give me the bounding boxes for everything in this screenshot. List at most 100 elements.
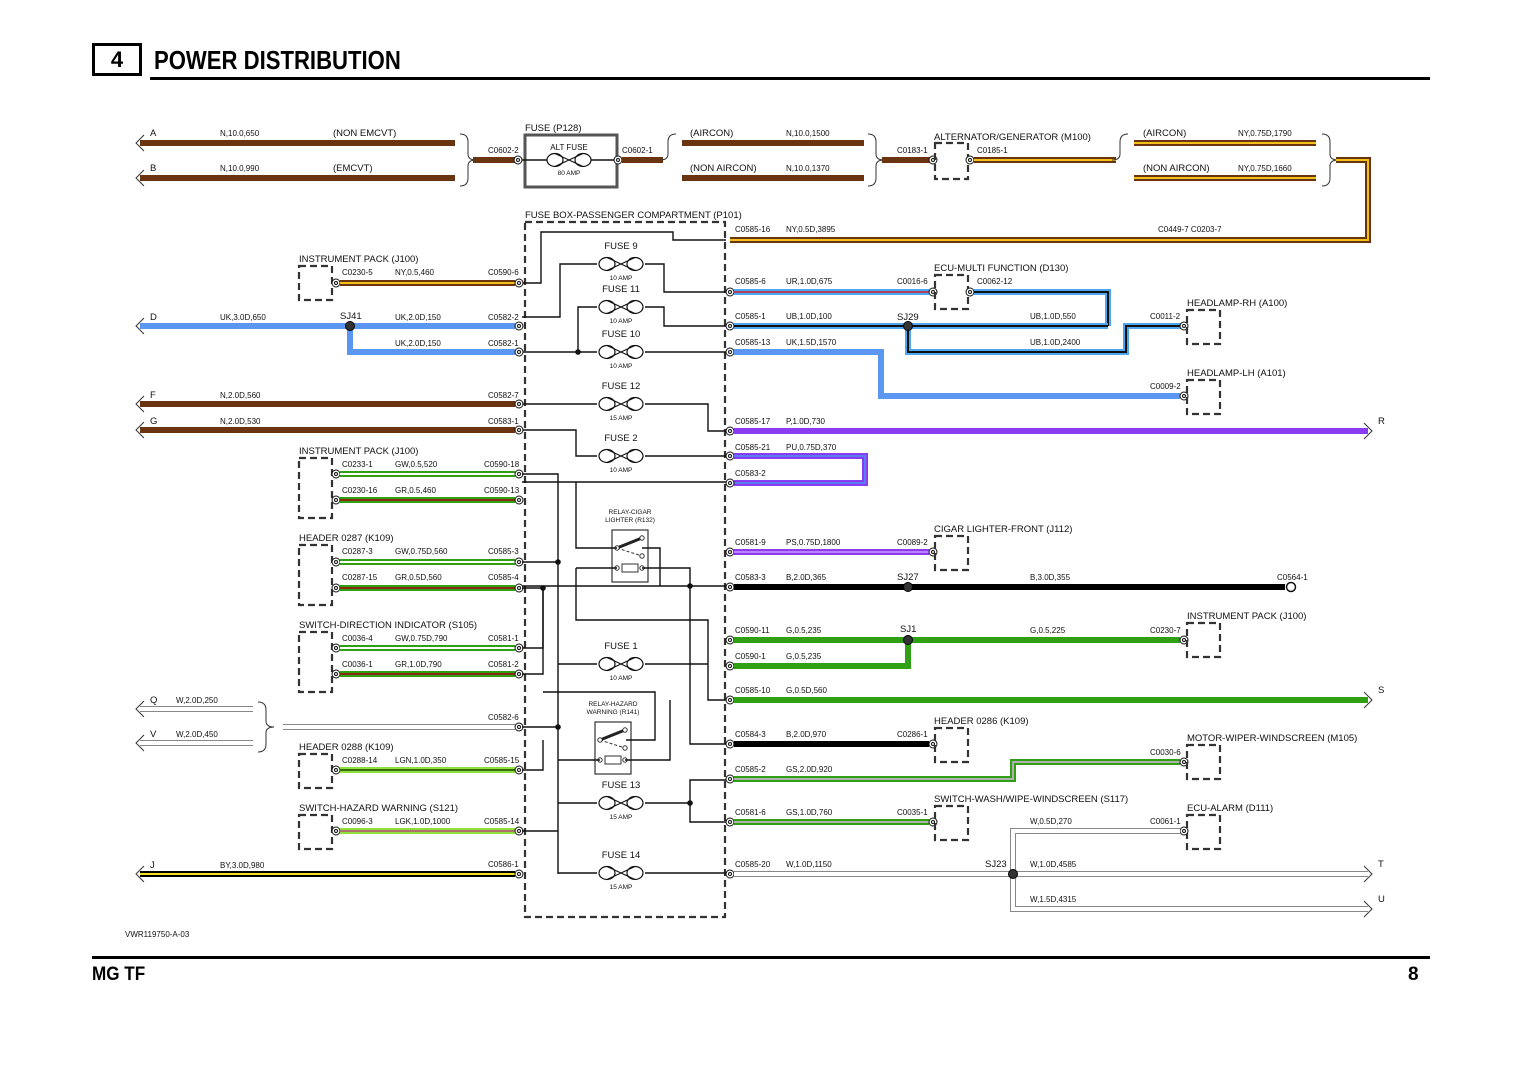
connector-label: C0185-1 bbox=[977, 146, 1008, 155]
connector-pin bbox=[965, 287, 975, 297]
footer-rule bbox=[92, 956, 1430, 959]
connector-pin bbox=[725, 321, 735, 331]
off-page-ref-g: G bbox=[150, 416, 157, 427]
wire-note: (AIRCON) bbox=[1143, 128, 1186, 139]
component-outline bbox=[297, 813, 334, 851]
connector-pin bbox=[725, 287, 735, 297]
fuse-loop-left bbox=[598, 396, 616, 412]
connector-pin bbox=[331, 765, 341, 775]
pin-center bbox=[517, 725, 521, 729]
fuse-name: FUSE 11 bbox=[602, 284, 640, 295]
fuse-rating: 10 AMP bbox=[610, 675, 633, 682]
component-outline bbox=[1185, 378, 1222, 416]
pin-center bbox=[968, 158, 972, 162]
component-outline bbox=[1185, 308, 1222, 346]
wire-spec: GS,2.0D,920 bbox=[786, 765, 833, 774]
pin-center bbox=[517, 281, 521, 285]
pin-center bbox=[517, 428, 521, 432]
component-outline bbox=[297, 264, 334, 302]
connector-label: C0062-12 bbox=[977, 277, 1013, 286]
connector-label: C0583-3 bbox=[735, 573, 766, 582]
connector-pin bbox=[725, 869, 735, 879]
off-page-ref-j: J bbox=[150, 860, 155, 871]
connector-pin bbox=[725, 426, 735, 436]
fuse-fuse9 bbox=[598, 256, 644, 272]
pin-center bbox=[517, 829, 521, 833]
off-page-arrow-left bbox=[135, 700, 145, 718]
fuse-fuse14 bbox=[598, 865, 644, 881]
connector-pin bbox=[928, 817, 938, 827]
header-rule bbox=[150, 77, 1430, 80]
component-outline bbox=[933, 726, 970, 764]
wire-c0590-1 bbox=[734, 640, 911, 669]
component-outline bbox=[297, 630, 334, 694]
wire-body bbox=[734, 349, 1180, 399]
connector-pin bbox=[725, 582, 735, 592]
pin-center bbox=[334, 472, 338, 476]
fuse-name: FUSE 1 bbox=[604, 641, 637, 652]
relay-cigar-lighter bbox=[611, 529, 649, 583]
connector-label: C0582-7 bbox=[488, 391, 519, 400]
wire-spec: GS,1.0D,760 bbox=[786, 808, 833, 817]
pin-center bbox=[517, 672, 521, 676]
connector-pin bbox=[725, 661, 735, 671]
connector-pin bbox=[514, 321, 524, 331]
wire-spec: UK,1.5D,1570 bbox=[786, 338, 837, 347]
connector-label: C0036-1 bbox=[342, 660, 373, 669]
off-page-ref-d: D bbox=[150, 312, 157, 323]
connector-pin bbox=[331, 495, 341, 505]
component-outline bbox=[1185, 743, 1222, 781]
pin-center bbox=[728, 664, 732, 668]
pin-center bbox=[517, 586, 521, 590]
fuse-fuse11 bbox=[598, 299, 644, 315]
internal-link bbox=[522, 429, 597, 457]
connector-label: C0288-14 bbox=[342, 756, 378, 765]
wire-note: (NON AIRCON) bbox=[690, 163, 757, 174]
connector-pin bbox=[514, 278, 524, 288]
connector-pin bbox=[613, 155, 623, 165]
wire-spec: N,2.0D,530 bbox=[220, 417, 261, 426]
component-label-instrument-pack: INSTRUMENT PACK (J100) bbox=[1187, 611, 1306, 622]
pin-center bbox=[728, 429, 732, 433]
pin-center bbox=[334, 646, 338, 650]
connector-label: C0585-10 bbox=[735, 686, 771, 695]
off-page-ref-b: B bbox=[150, 163, 156, 174]
alt-fuse-rating: 80 AMP bbox=[558, 170, 581, 177]
connector-label: C0585-3 bbox=[488, 547, 519, 556]
relay-terminal bbox=[622, 745, 628, 751]
relay-terminal bbox=[639, 535, 645, 541]
pin-center bbox=[728, 350, 732, 354]
wire-spec: G,0.5D,560 bbox=[786, 686, 827, 695]
connector-label: C0035-1 bbox=[897, 808, 928, 817]
junction-dot bbox=[555, 559, 561, 565]
wire-spec: N,10.0,1370 bbox=[786, 164, 830, 173]
fuse-loop-right bbox=[626, 344, 644, 360]
wire-spec: UB,1.0D,550 bbox=[1030, 312, 1076, 321]
connector-label: C0584-3 bbox=[735, 730, 766, 739]
wire-spec: NY,0.75D,1660 bbox=[1238, 164, 1292, 173]
relay-terminal bbox=[639, 553, 645, 559]
splice-joint bbox=[903, 582, 913, 592]
splice-label: SJ1 bbox=[900, 624, 916, 635]
pin-center bbox=[728, 742, 732, 746]
fuse-link bbox=[606, 796, 636, 810]
pin-center bbox=[334, 829, 338, 833]
wire-spec: GR,1.0D,790 bbox=[395, 660, 442, 669]
internal-link bbox=[645, 263, 726, 293]
connector-label: C0590-18 bbox=[484, 460, 520, 469]
fuse-loop-right bbox=[626, 865, 644, 881]
wire-tracer bbox=[907, 325, 1182, 353]
component-label-header-0286: HEADER 0286 (K109) bbox=[934, 716, 1029, 727]
wire-spec: W,2.0D,450 bbox=[176, 730, 218, 739]
pin-center bbox=[517, 402, 521, 406]
fuse-fuse13 bbox=[598, 795, 644, 811]
connector-pin bbox=[331, 557, 341, 567]
wire-spec: UK,2.0D,150 bbox=[395, 339, 441, 348]
connector-label: C0585-21 bbox=[735, 443, 771, 452]
relay-label: RELAY-CIGAR bbox=[609, 509, 652, 516]
fuse-loop-right bbox=[626, 656, 644, 672]
fuse-name: FUSE 10 bbox=[602, 329, 641, 340]
pin-center bbox=[334, 586, 338, 590]
splice-label: SJ29 bbox=[897, 312, 919, 323]
fuse-rating: 15 AMP bbox=[610, 814, 633, 821]
